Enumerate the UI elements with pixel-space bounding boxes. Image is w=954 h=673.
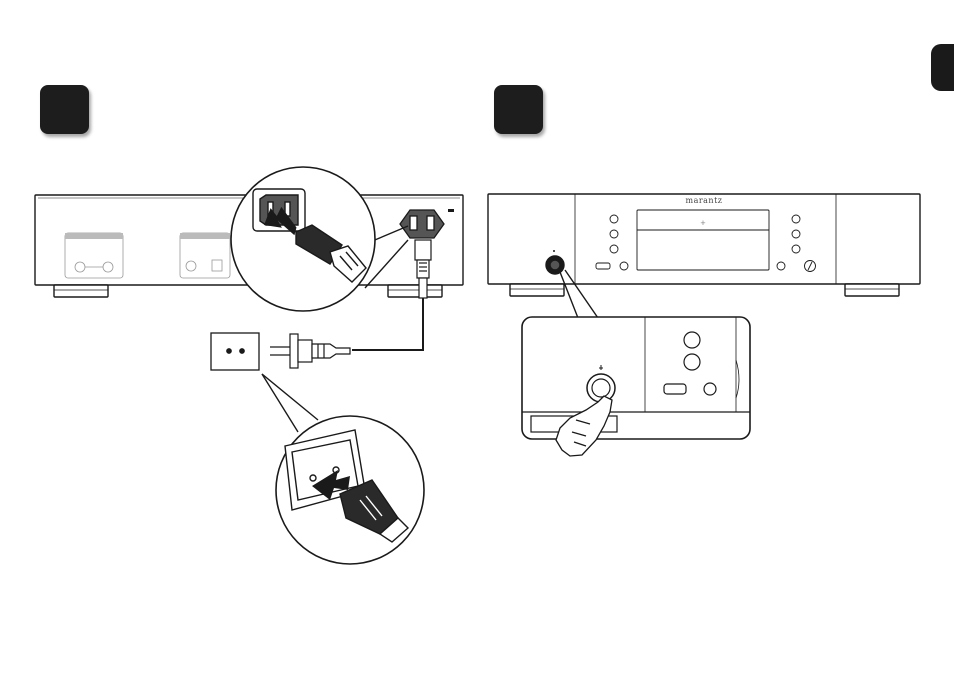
outlet-callout [276, 416, 424, 564]
digital-out-terminals [180, 233, 230, 278]
outlet-callout-leader [262, 374, 318, 432]
display-mark: + [700, 218, 705, 228]
power-callout [522, 317, 750, 439]
power-plug-icon [270, 334, 350, 368]
inlet-callout [231, 167, 375, 311]
wall-outlet-icon [211, 333, 259, 370]
brand-logo: marantz [685, 196, 722, 205]
analog-out-terminals [65, 233, 123, 278]
